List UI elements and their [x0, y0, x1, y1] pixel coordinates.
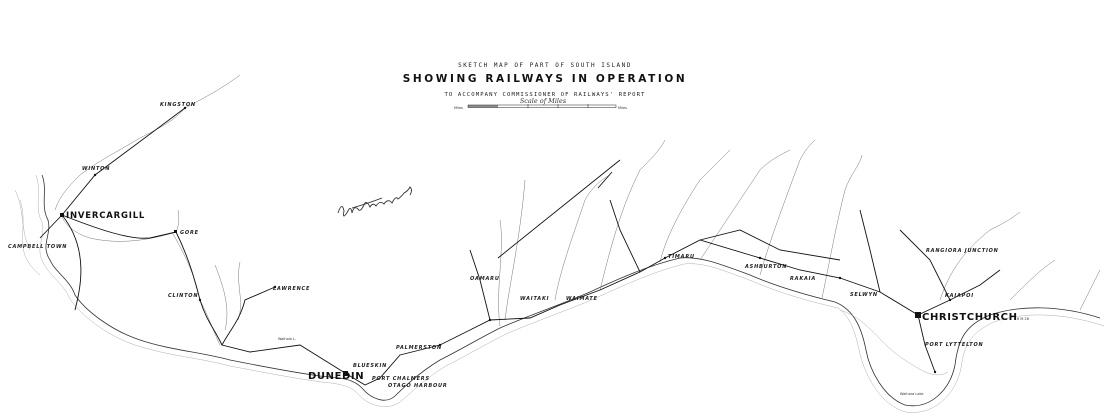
place-labels: KINGSTON WINTON INVERCARGILL CAMPBELL TO… [8, 102, 1029, 396]
label-otago-harbour: OTAGO HARBOUR [388, 383, 448, 389]
label-ashburton: ASHBURTON [744, 264, 787, 270]
label-port-lyttelton: PORT LYTTELTON [925, 342, 983, 348]
label-invercargill: INVERCARGILL [66, 211, 145, 221]
label-port-chalmers: PORT CHALMERS [372, 376, 430, 382]
label-christchurch-mileage: 6 M 26 [1017, 317, 1029, 321]
label-timaru: TIMARU [668, 254, 695, 260]
label-waitaki: WAITAKI [520, 296, 549, 302]
rivers [54, 74, 1101, 346]
label-rangiora-junction: RANGIORA JUNCTION [926, 248, 999, 254]
label-waimate: WAIMATE [566, 296, 598, 302]
label-selwyn: SELWYN [850, 292, 878, 298]
label-lawrence: LAWRENCE [273, 286, 310, 292]
title-line-1: SKETCH MAP OF PART OF SOUTH ISLAND [458, 62, 632, 69]
scale-right-label: Miles [618, 106, 627, 110]
label-winton: WINTON [82, 166, 110, 172]
label-christchurch: CHRISTCHURCH [922, 312, 1018, 323]
label-rakaia: RAKAIA [790, 276, 816, 282]
signature [337, 186, 412, 217]
label-oamaru: OAMARU [470, 276, 500, 282]
label-campbell-town: CAMPBELL TOWN [8, 244, 67, 250]
label-palmerston: PALMERSTON [396, 345, 442, 351]
scale-bar [467, 104, 617, 108]
scale-left-label: Miles [454, 106, 463, 110]
station-markers [60, 106, 952, 376]
scale-label: Scale of Miles [520, 97, 567, 105]
label-waihora: Waihora Lake [900, 392, 924, 396]
label-gore: GORE [180, 230, 199, 236]
label-dunedin: DUNEDIN [308, 371, 364, 382]
label-kaiapoi: KAIAPOI [945, 293, 974, 299]
label-blueskin: BLUESKIN [353, 363, 387, 369]
coastline [14, 174, 1105, 413]
label-waihola: Waihola L. [278, 337, 296, 341]
label-clinton: CLINTON [168, 293, 198, 299]
title-line-3: TO ACCOMPANY COMMISSIONER OF RAILWAYS' R… [444, 92, 645, 98]
map-title-block: SKETCH MAP OF PART OF SOUTH ISLAND SHOWI… [403, 62, 688, 110]
title-line-2: SHOWING RAILWAYS IN OPERATION [403, 73, 688, 85]
railway-lines [39, 106, 1001, 386]
label-kingston: KINGSTON [160, 102, 196, 108]
